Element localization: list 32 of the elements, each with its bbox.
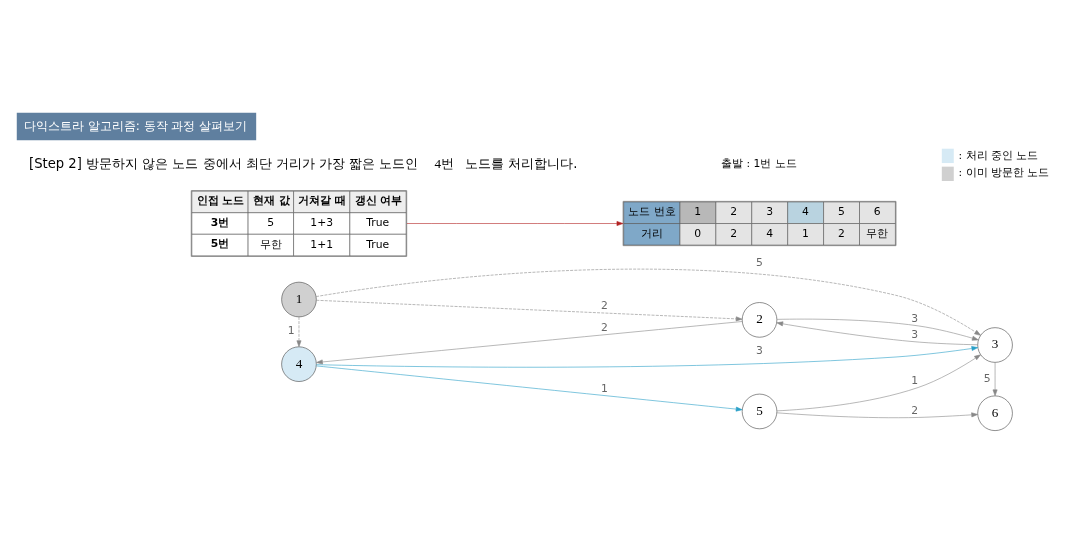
edge-label: 1 <box>911 373 918 387</box>
arrow <box>315 268 981 336</box>
node-circle: 3 <box>977 326 1013 363</box>
edge-label: 3 <box>911 311 918 325</box>
arrow <box>316 299 743 321</box>
arrow <box>776 353 981 411</box>
arrow <box>406 220 624 226</box>
edge-label: 5 <box>983 371 991 385</box>
legend-label: : 처리 중인 노드 <box>958 148 1039 162</box>
node-circle: 5 <box>741 393 778 429</box>
edge-label: 1 <box>287 323 295 337</box>
diagram-title: 다익스트라 알고리즘: 동작 과정 살펴보기 <box>23 118 248 133</box>
arrow <box>316 320 743 364</box>
label: [Step 2] 방문하지 않은 노드 중에서 최단 거리가 가장 짧은 노드인 4번 노드를 처리합니다. <box>29 155 578 171</box>
edge-label: 2 <box>601 298 608 312</box>
edge-label: 3 <box>911 327 918 341</box>
arrow <box>316 365 743 411</box>
legend-label: : 이미 방문한 노드 <box>958 165 1050 179</box>
node-circle: 6 <box>977 395 1013 431</box>
arrow <box>992 361 998 396</box>
node-circle: 2 <box>741 301 778 338</box>
edge-label: 3 <box>756 343 763 357</box>
arrow <box>316 345 979 368</box>
edge-label: 2 <box>911 403 918 417</box>
edge-label: 2 <box>601 320 608 334</box>
edge-label: 5 <box>756 255 763 269</box>
label: 출발: 1번 노드 <box>720 156 797 170</box>
node-circle: 4 <box>281 346 317 382</box>
edge-label: 1 <box>601 381 608 395</box>
node-circle: 1 <box>281 281 317 317</box>
arrow <box>296 316 302 347</box>
arrow <box>776 411 978 418</box>
